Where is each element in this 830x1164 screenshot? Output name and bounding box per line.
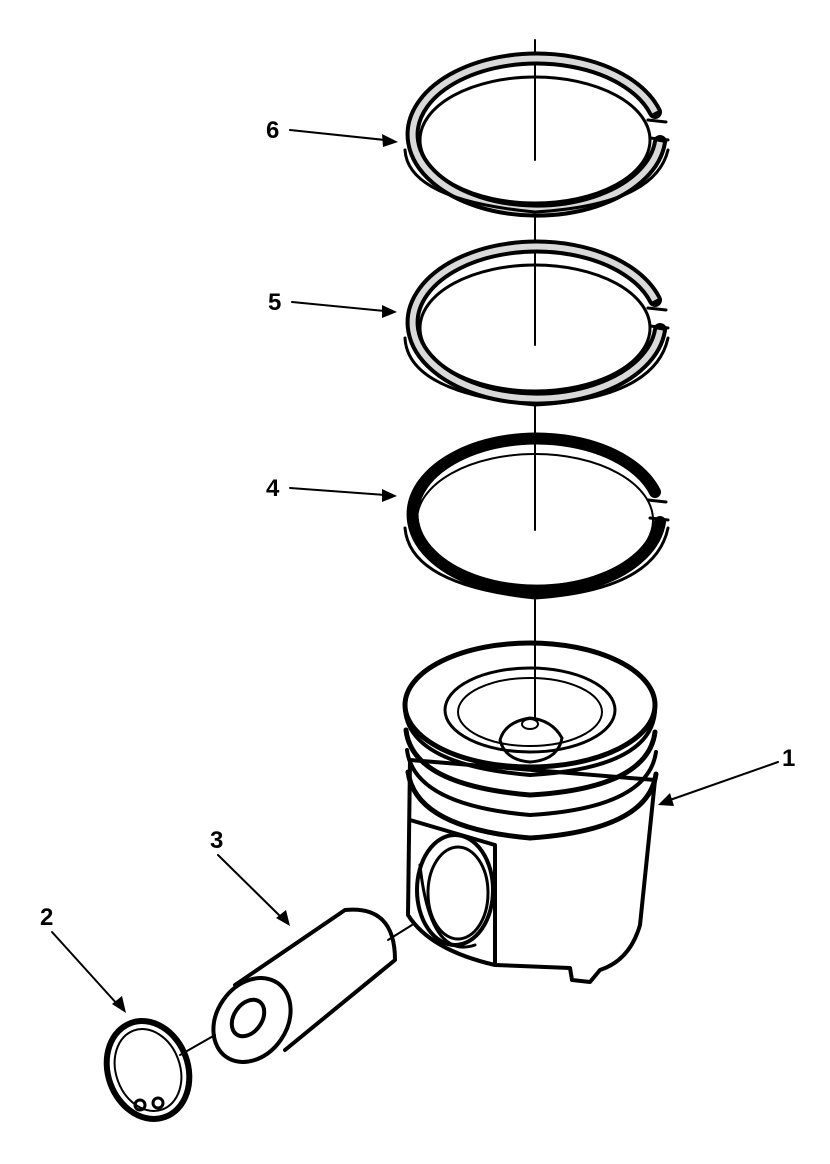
piston-ring-top — [403, 51, 670, 218]
retaining-ring — [103, 1018, 216, 1122]
callout-5: 5 — [268, 289, 281, 316]
callout-4: 4 — [266, 475, 280, 502]
piston-ring-bottom — [403, 432, 670, 600]
arrow-3 — [276, 910, 290, 926]
piston-pin — [211, 907, 413, 1064]
arrow-5 — [382, 305, 397, 318]
arrow-4 — [382, 489, 397, 502]
callout-2: 2 — [40, 904, 53, 931]
callout-1: 1 — [782, 745, 795, 772]
arrow-6 — [382, 134, 398, 147]
arrow-1 — [658, 793, 674, 806]
callout-3: 3 — [210, 827, 223, 854]
callout-leaders — [51, 129, 779, 1013]
callout-6: 6 — [266, 117, 279, 144]
callout-labels: 6 5 4 1 3 2 — [40, 117, 795, 931]
piston — [402, 640, 659, 984]
arrow-2 — [112, 996, 126, 1013]
piston-ring-middle — [403, 239, 670, 407]
